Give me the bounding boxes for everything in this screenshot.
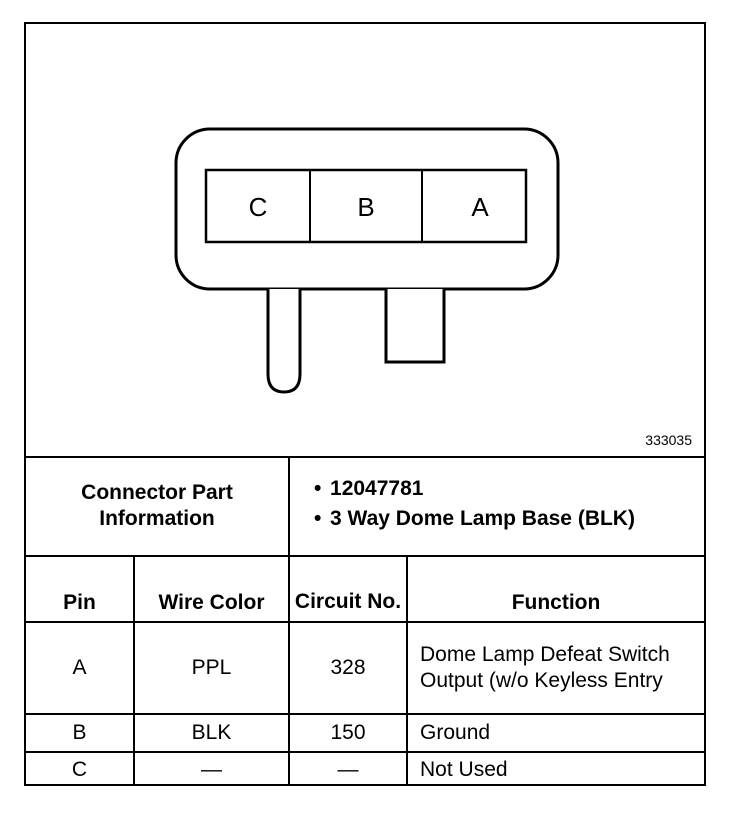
wire-color-cell: —: [132, 751, 291, 786]
function-cell: Dome Lamp Defeat Switch Output (w/o Keyl…: [406, 621, 705, 715]
part-description: 3 Way Dome Lamp Base (BLK): [314, 506, 704, 532]
table-header-row: Pin Wire Color Circuit No. Function: [26, 555, 705, 623]
cavity-label-b: B: [357, 192, 374, 222]
header-function: Function: [406, 555, 705, 623]
connector-figure: C B A 333035 Connector Part Information …: [24, 22, 706, 786]
header-circuit: Circuit No.: [288, 555, 409, 623]
table-row: B BLK 150 Ground: [26, 713, 705, 753]
part-info-values: 12047781 3 Way Dome Lamp Base (BLK): [288, 456, 705, 557]
pinout-table: Connector Part Information 12047781 3 Wa…: [26, 456, 705, 786]
part-number: 12047781: [314, 476, 704, 502]
connector-diagram: C B A 333035: [26, 24, 704, 458]
figure-number: 333035: [645, 432, 692, 448]
circuit-cell: 328: [288, 621, 409, 715]
pin-cell: C: [26, 751, 135, 786]
cavity-label-a: A: [471, 192, 489, 222]
part-info-row: Connector Part Information 12047781 3 Wa…: [26, 456, 705, 557]
circuit-cell: —: [288, 751, 409, 786]
table-row: C — — Not Used: [26, 751, 705, 786]
flat-terminal: [384, 289, 446, 364]
wire-color-cell: PPL: [132, 621, 291, 715]
cavity-box: [204, 168, 528, 244]
circuit-cell: 150: [288, 713, 409, 753]
part-info-label: Connector Part Information: [26, 456, 291, 557]
function-cell: Not Used: [406, 751, 705, 786]
wire-color-cell: BLK: [132, 713, 291, 753]
cavity-label-c: C: [249, 192, 268, 222]
pin-cell: A: [26, 621, 135, 715]
table-row: A PPL 328 Dome Lamp Defeat Switch Output…: [26, 621, 705, 715]
function-cell: Ground: [406, 713, 705, 753]
round-terminal: [266, 289, 302, 394]
pin-cell: B: [26, 713, 135, 753]
connector-drawing: C B A: [174, 127, 560, 394]
header-wire-color: Wire Color: [132, 555, 291, 623]
header-pin: Pin: [26, 555, 135, 623]
